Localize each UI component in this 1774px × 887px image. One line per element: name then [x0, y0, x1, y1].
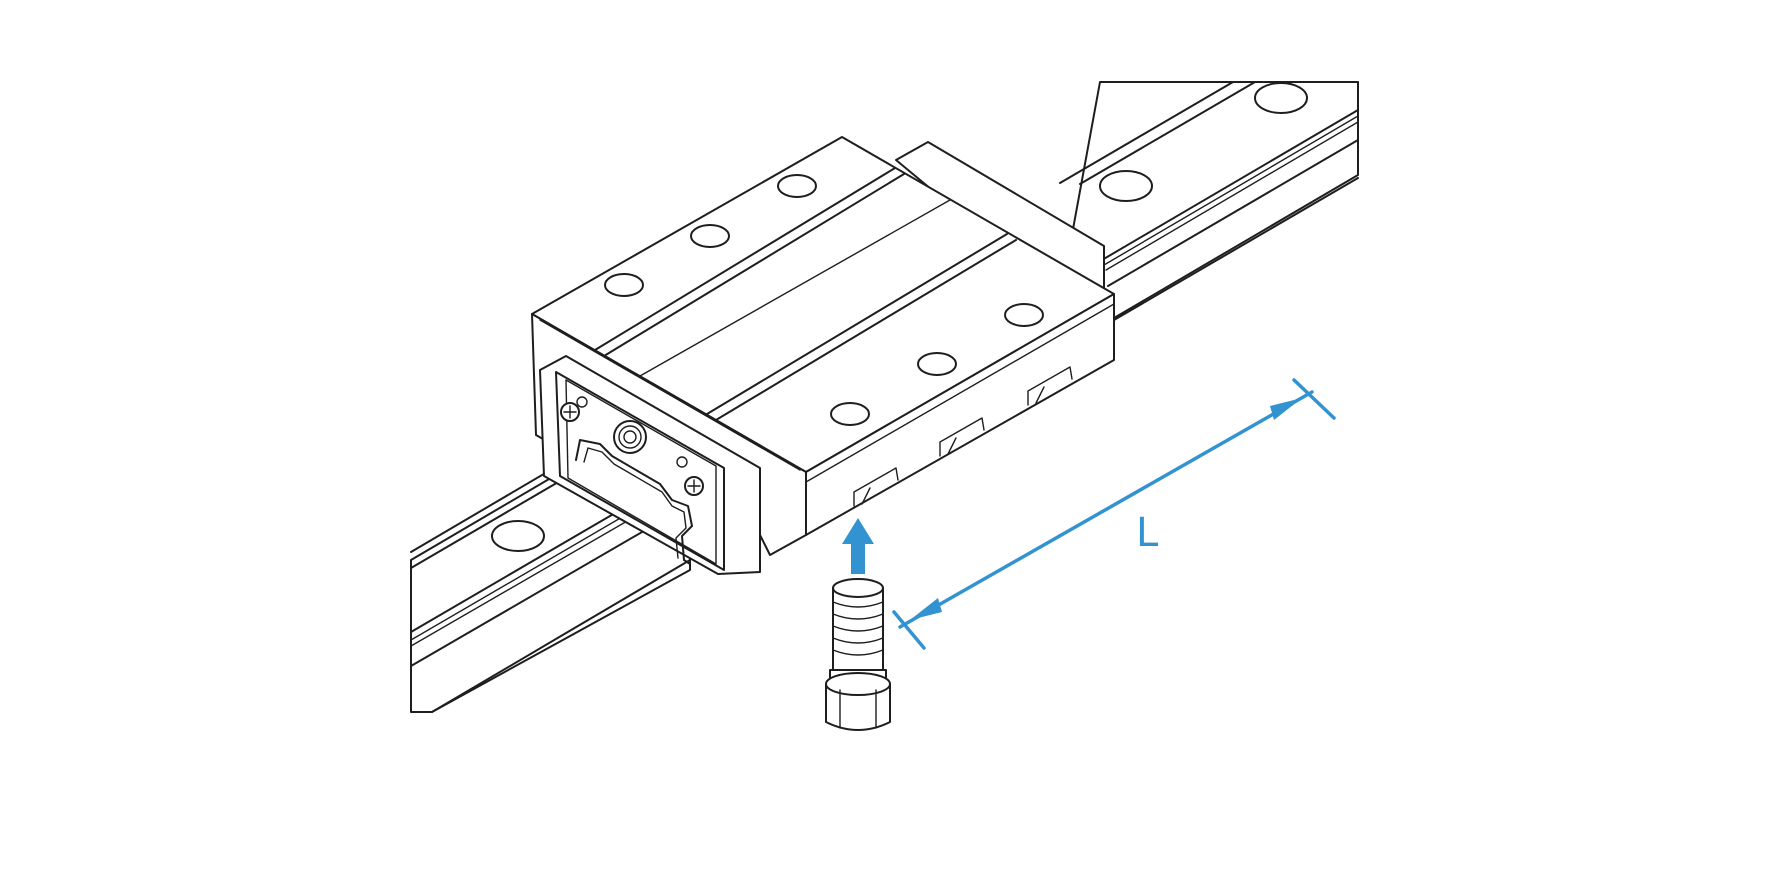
- block-tap-hole: [777, 174, 817, 198]
- rail-mounting-hole: [1099, 170, 1153, 202]
- block-tap-hole: [690, 224, 730, 248]
- insertion-arrow: [842, 518, 874, 574]
- mounting-bolt: [825, 578, 891, 731]
- block-tap-hole: [604, 273, 644, 297]
- end-seal: [539, 355, 761, 575]
- rail-mounting-hole: [1254, 82, 1308, 114]
- carriage-block: [531, 136, 1115, 575]
- block-tap-hole: [917, 352, 957, 376]
- block-tap-hole: [830, 402, 870, 426]
- rail-mounting-hole: [491, 520, 545, 552]
- block-tap-hole: [1004, 303, 1044, 327]
- dimension-label-l: L: [1136, 510, 1159, 556]
- length-dimension: L: [892, 378, 1336, 650]
